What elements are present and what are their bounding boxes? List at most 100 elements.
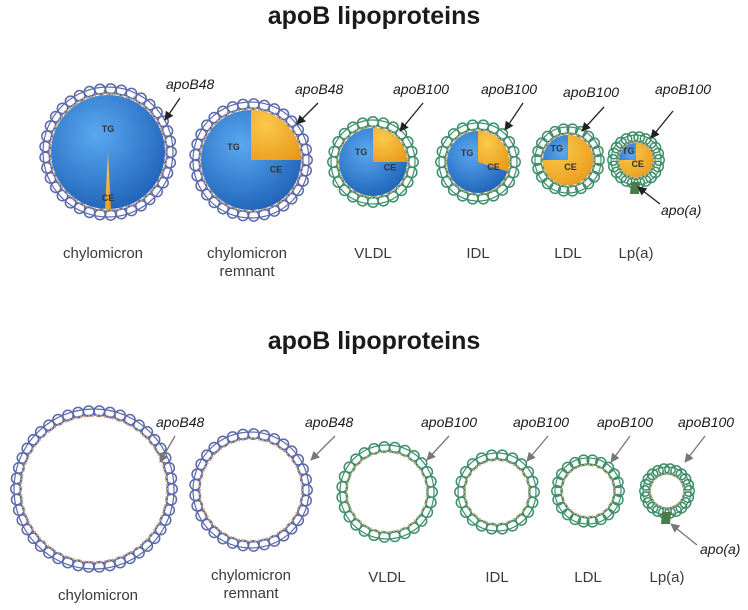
apo-arrow — [504, 102, 524, 131]
phospholipid-dots — [540, 132, 596, 188]
apo-label: apoB100 — [393, 81, 449, 97]
apo-label: apoB100 — [563, 84, 619, 100]
phospholipid-dots — [198, 107, 304, 213]
panel-top-title: apoB lipoproteins — [267, 2, 481, 30]
phospholipid-dots — [336, 125, 410, 199]
ce-core — [619, 143, 653, 177]
particle-name-line: remnant — [219, 263, 275, 280]
apo-label: apoB100 — [481, 81, 537, 97]
apo-arrow — [526, 435, 549, 462]
particle-name-line: LDL — [554, 245, 582, 262]
ce-label: CE — [270, 165, 283, 175]
apo-arrow — [610, 435, 631, 463]
apo-arrow — [399, 102, 424, 132]
apo-label: apoB48 — [305, 414, 353, 430]
ce-core — [251, 110, 301, 160]
particle-name-line: VLDL — [354, 245, 392, 262]
shell-green — [336, 441, 438, 543]
particle-chylomicron: TG CE apoB48 chylomicron — [39, 76, 214, 262]
phospholipid-dots — [648, 472, 686, 510]
particle-name: Lp(a) — [649, 569, 684, 586]
tg-label: TG — [227, 142, 240, 152]
phospholipid-dots — [560, 463, 616, 519]
ce-label: CE — [564, 162, 577, 172]
apo-a-arrow — [670, 523, 698, 546]
particle-name-line: VLDL — [368, 569, 406, 586]
panel-bottom-title: apoB lipoproteins — [267, 327, 481, 355]
ce-label: CE — [631, 159, 644, 169]
ce-label: CE — [487, 162, 500, 172]
ce-core — [543, 135, 593, 185]
tg-label: TG — [102, 124, 115, 134]
particle-chylomicron: apoB48 chylomicron — [10, 405, 204, 604]
particle-name-line: chylomicron — [211, 567, 291, 584]
apo-label: apoB100 — [513, 414, 569, 430]
particle-name: IDL — [485, 569, 508, 586]
shell-green — [454, 449, 540, 535]
tg-label: TG — [355, 147, 368, 157]
particle-name-line: chylomicron — [207, 245, 287, 262]
apo-a-tab — [661, 512, 671, 524]
particle-name-line: LDL — [574, 569, 602, 586]
apo-arrow — [310, 435, 336, 461]
apo-arrow — [296, 102, 319, 125]
ce-core — [478, 131, 510, 172]
particle-name-line: chylomicron — [58, 587, 138, 604]
apo-label: apoB100 — [597, 414, 653, 430]
ce-label: CE — [384, 163, 397, 173]
particle-name-line: Lp(a) — [618, 245, 653, 262]
phospholipid-dots — [616, 140, 656, 180]
tg-label: TG — [622, 146, 635, 156]
apo-a-label: apo(a) — [661, 202, 701, 218]
ce-core — [373, 128, 407, 162]
particle-name-line: Lp(a) — [649, 569, 684, 586]
shell-green — [551, 454, 625, 528]
apo-label: apoB100 — [678, 414, 734, 430]
ce-label: CE — [102, 193, 115, 203]
shell-green — [327, 116, 419, 208]
particle-name-line: remnant — [223, 585, 279, 602]
particle-name: Lp(a) — [618, 245, 653, 262]
phospholipid-dots — [444, 128, 512, 196]
shell-blue — [39, 83, 177, 221]
particle-name: chylomicron — [63, 245, 143, 262]
panel-filled: TGCEapoB48chylomicronTGCEapoB48chylomicr… — [39, 76, 711, 280]
particle-name: VLDL — [354, 245, 392, 262]
particle-name: VLDL — [368, 569, 406, 586]
particle-name: LDL — [574, 569, 602, 586]
phospholipid-dots — [345, 450, 429, 534]
apo-label: apoB48 — [166, 76, 214, 92]
apo-arrow — [650, 110, 674, 139]
particle-name-line: IDL — [466, 245, 489, 262]
shell-blue — [10, 405, 178, 573]
particle-name-line: chylomicron — [63, 245, 143, 262]
apo-arrow — [426, 435, 450, 461]
apo-label: apoB100 — [421, 414, 477, 430]
apo-a-arrow — [637, 186, 661, 205]
apo-arrow — [159, 435, 176, 463]
ce-core — [105, 152, 111, 209]
shell-blue — [189, 428, 313, 552]
particle-name: LDL — [554, 245, 582, 262]
tg-label: TG — [551, 143, 564, 153]
apo-label: apoB48 — [156, 414, 204, 430]
apo-arrow — [581, 106, 605, 132]
shell-green — [639, 463, 695, 519]
apo-label: apoB48 — [295, 81, 343, 97]
particle-name: IDL — [466, 245, 489, 262]
particle-name: chylomicron — [58, 587, 138, 604]
phospholipid-dots — [198, 437, 304, 543]
